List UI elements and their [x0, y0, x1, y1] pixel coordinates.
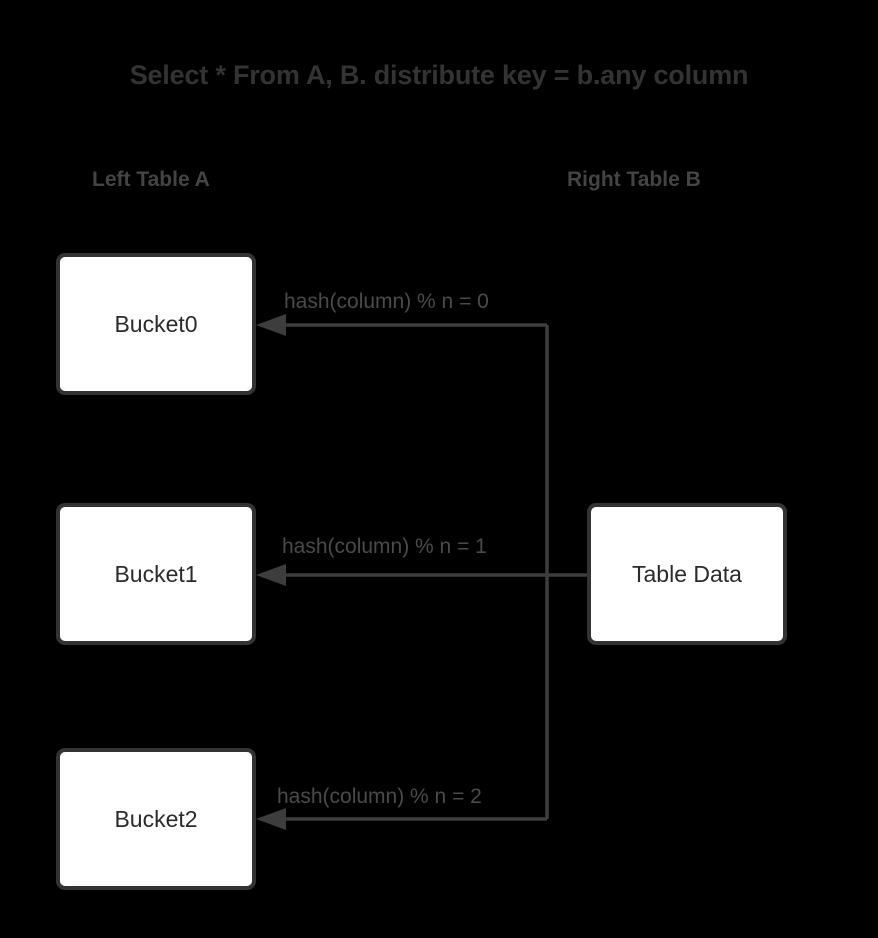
- node-bucket2[interactable]: Bucket2: [56, 748, 256, 890]
- arrowhead-bucket1: [256, 564, 286, 586]
- edge-label-bucket2: hash(column) % n = 2: [277, 785, 482, 808]
- edge-label-bucket0: hash(column) % n = 0: [284, 290, 489, 313]
- edge-label-bucket1: hash(column) % n = 1: [282, 535, 487, 558]
- node-bucket2-label: Bucket2: [114, 805, 198, 832]
- arrowhead-bucket0: [256, 314, 286, 336]
- arrowhead-bucket2: [256, 808, 286, 830]
- node-bucket1[interactable]: Bucket1: [56, 503, 256, 645]
- column-heading-right-table-b: Right Table B: [567, 168, 701, 191]
- column-heading-left-table-a: Left Table A: [92, 168, 210, 191]
- node-table-data[interactable]: Table Data: [587, 503, 787, 645]
- node-bucket0-label: Bucket0: [114, 310, 198, 337]
- node-table-data-label: Table Data: [632, 560, 742, 587]
- node-bucket1-label: Bucket1: [114, 560, 198, 587]
- node-bucket0[interactable]: Bucket0: [56, 253, 256, 395]
- page-title: Select * From A, B. distribute key = b.a…: [129, 60, 749, 90]
